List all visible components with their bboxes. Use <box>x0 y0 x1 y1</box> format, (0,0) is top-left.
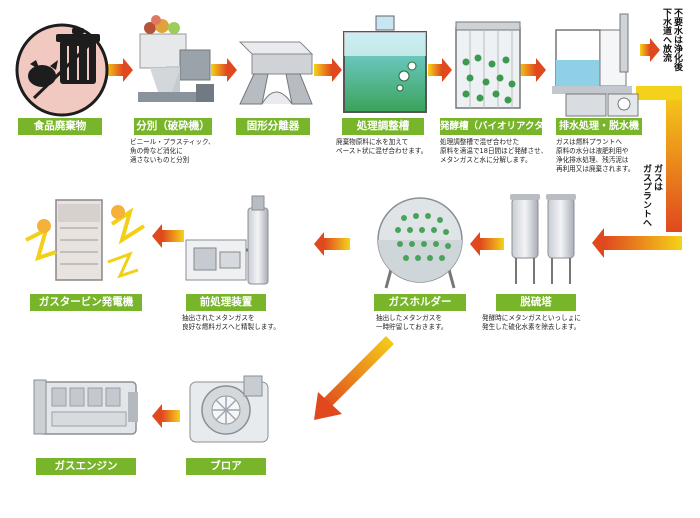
label-drainage: 排水処理・脱水機 <box>556 118 642 135</box>
label-gas-turbine: ガスタービン発電機 <box>30 294 142 311</box>
label-adjust-tank: 処理調整槽 <box>342 118 424 135</box>
note-discharge: 不要水は浄化後 下水道へ放流 <box>661 8 682 71</box>
flow-arrow <box>314 232 350 256</box>
desulfurizer-illustration <box>510 194 576 284</box>
label-blower: ブロア <box>186 458 266 475</box>
desc-adjust-tank: 廃棄物原料に水を加えて ペースト状に混ぜ合わせます。 <box>336 138 428 155</box>
flow-arrow <box>470 232 504 256</box>
flow-arrow <box>152 224 184 248</box>
flow-arrow <box>105 58 133 82</box>
flow-arrow <box>211 58 237 82</box>
gas-holder-illustration <box>377 197 463 289</box>
crusher-illustration <box>138 15 214 102</box>
gas-engine-illustration <box>33 379 138 435</box>
flow-arrow <box>152 404 180 428</box>
desc-desulfurizer: 発酵時にメタンガスといっしょに 発生した硫化水素を除去します。 <box>482 314 581 331</box>
fermenter-illustration <box>455 21 521 109</box>
separator-illustration <box>238 41 314 105</box>
desc-gas-holder: 抽出したメタンガスを 一時貯留しておきます。 <box>376 314 448 331</box>
flow-arrow-bent <box>592 86 682 258</box>
desc-drainage: ガスは燃料プラントへ 原料の水分は液肥利用や 浄化排水処理、残汚泥は 再利用又は… <box>556 138 635 173</box>
label-pretreatment: 前処理装置 <box>186 294 266 311</box>
flow-arrow <box>314 58 342 82</box>
drainage-illustration <box>552 13 639 117</box>
flow-arrow-diagonal <box>314 336 394 420</box>
desc-sorting: ビニール・プラスティック、 魚の骨など消化に 適さないものと分別 <box>130 138 215 164</box>
adjustment-tank-illustration <box>343 15 427 113</box>
label-desulfurizer: 脱硫塔 <box>496 294 576 311</box>
label-gas-holder: ガスホルダー <box>374 294 466 311</box>
flow-arrow <box>428 58 452 82</box>
label-gas-engine: ガスエンジン <box>36 458 136 475</box>
food-waste-illustration <box>15 23 109 117</box>
gas-turbine-illustration <box>25 199 146 281</box>
blower-illustration <box>189 375 269 443</box>
flow-arrow <box>518 58 546 82</box>
pretreatment-illustration <box>185 195 269 285</box>
desc-pretreatment: 抽出されたメタンガスを 良好な燃料ガスへと精製します。 <box>182 314 280 331</box>
label-sorting: 分別（破砕機） <box>134 118 212 135</box>
label-fermenter: 発酵槽（バイオリアクター） <box>440 118 563 135</box>
label-food-waste: 食品廃棄物 <box>18 118 102 135</box>
flow-arrow <box>640 38 660 62</box>
desc-fermenter: 処理調整槽で混ぜ合わせた 原料を適温で18日間ほど発酵させ、 メタンガスと水に分… <box>440 138 548 164</box>
label-solid-separator: 固形分離器 <box>236 118 310 135</box>
note-gas-plant: ガスは ガスプラントへ <box>641 164 662 227</box>
